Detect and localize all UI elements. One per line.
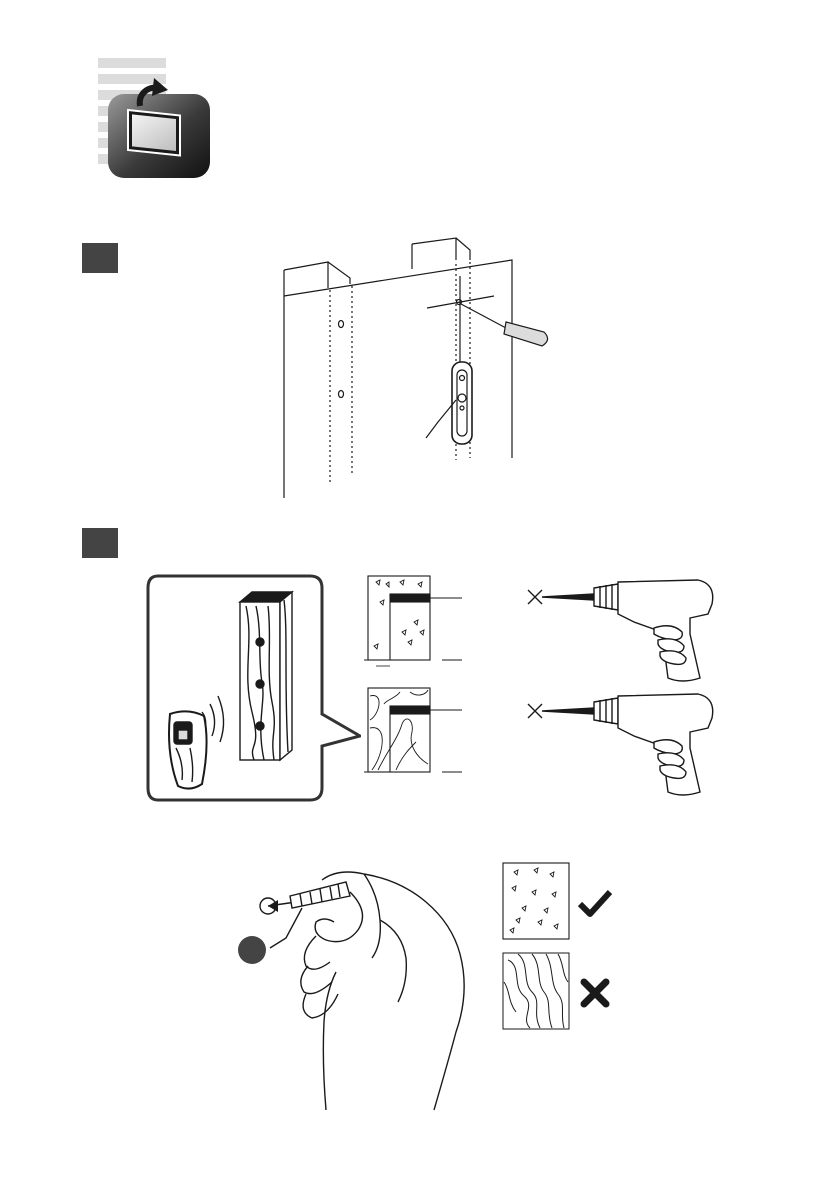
concrete-sample — [502, 862, 570, 940]
wood-sample — [502, 952, 570, 1030]
stud-finder-panel — [146, 574, 361, 802]
drill-icon-wood — [522, 688, 722, 798]
hand-inserting-wall-plug-icon — [230, 862, 480, 1112]
cross-icon — [580, 978, 610, 1008]
checkmark-icon — [578, 888, 612, 918]
step-2-marker — [82, 528, 118, 558]
step-1-marker — [82, 243, 118, 273]
drill-icon-concrete — [522, 574, 722, 684]
mark-drill-points-figure — [260, 236, 560, 501]
wood-drill-diagram — [362, 684, 470, 779]
wall-mount-tv-icon — [94, 56, 212, 180]
concrete-drill-diagram — [362, 572, 470, 667]
